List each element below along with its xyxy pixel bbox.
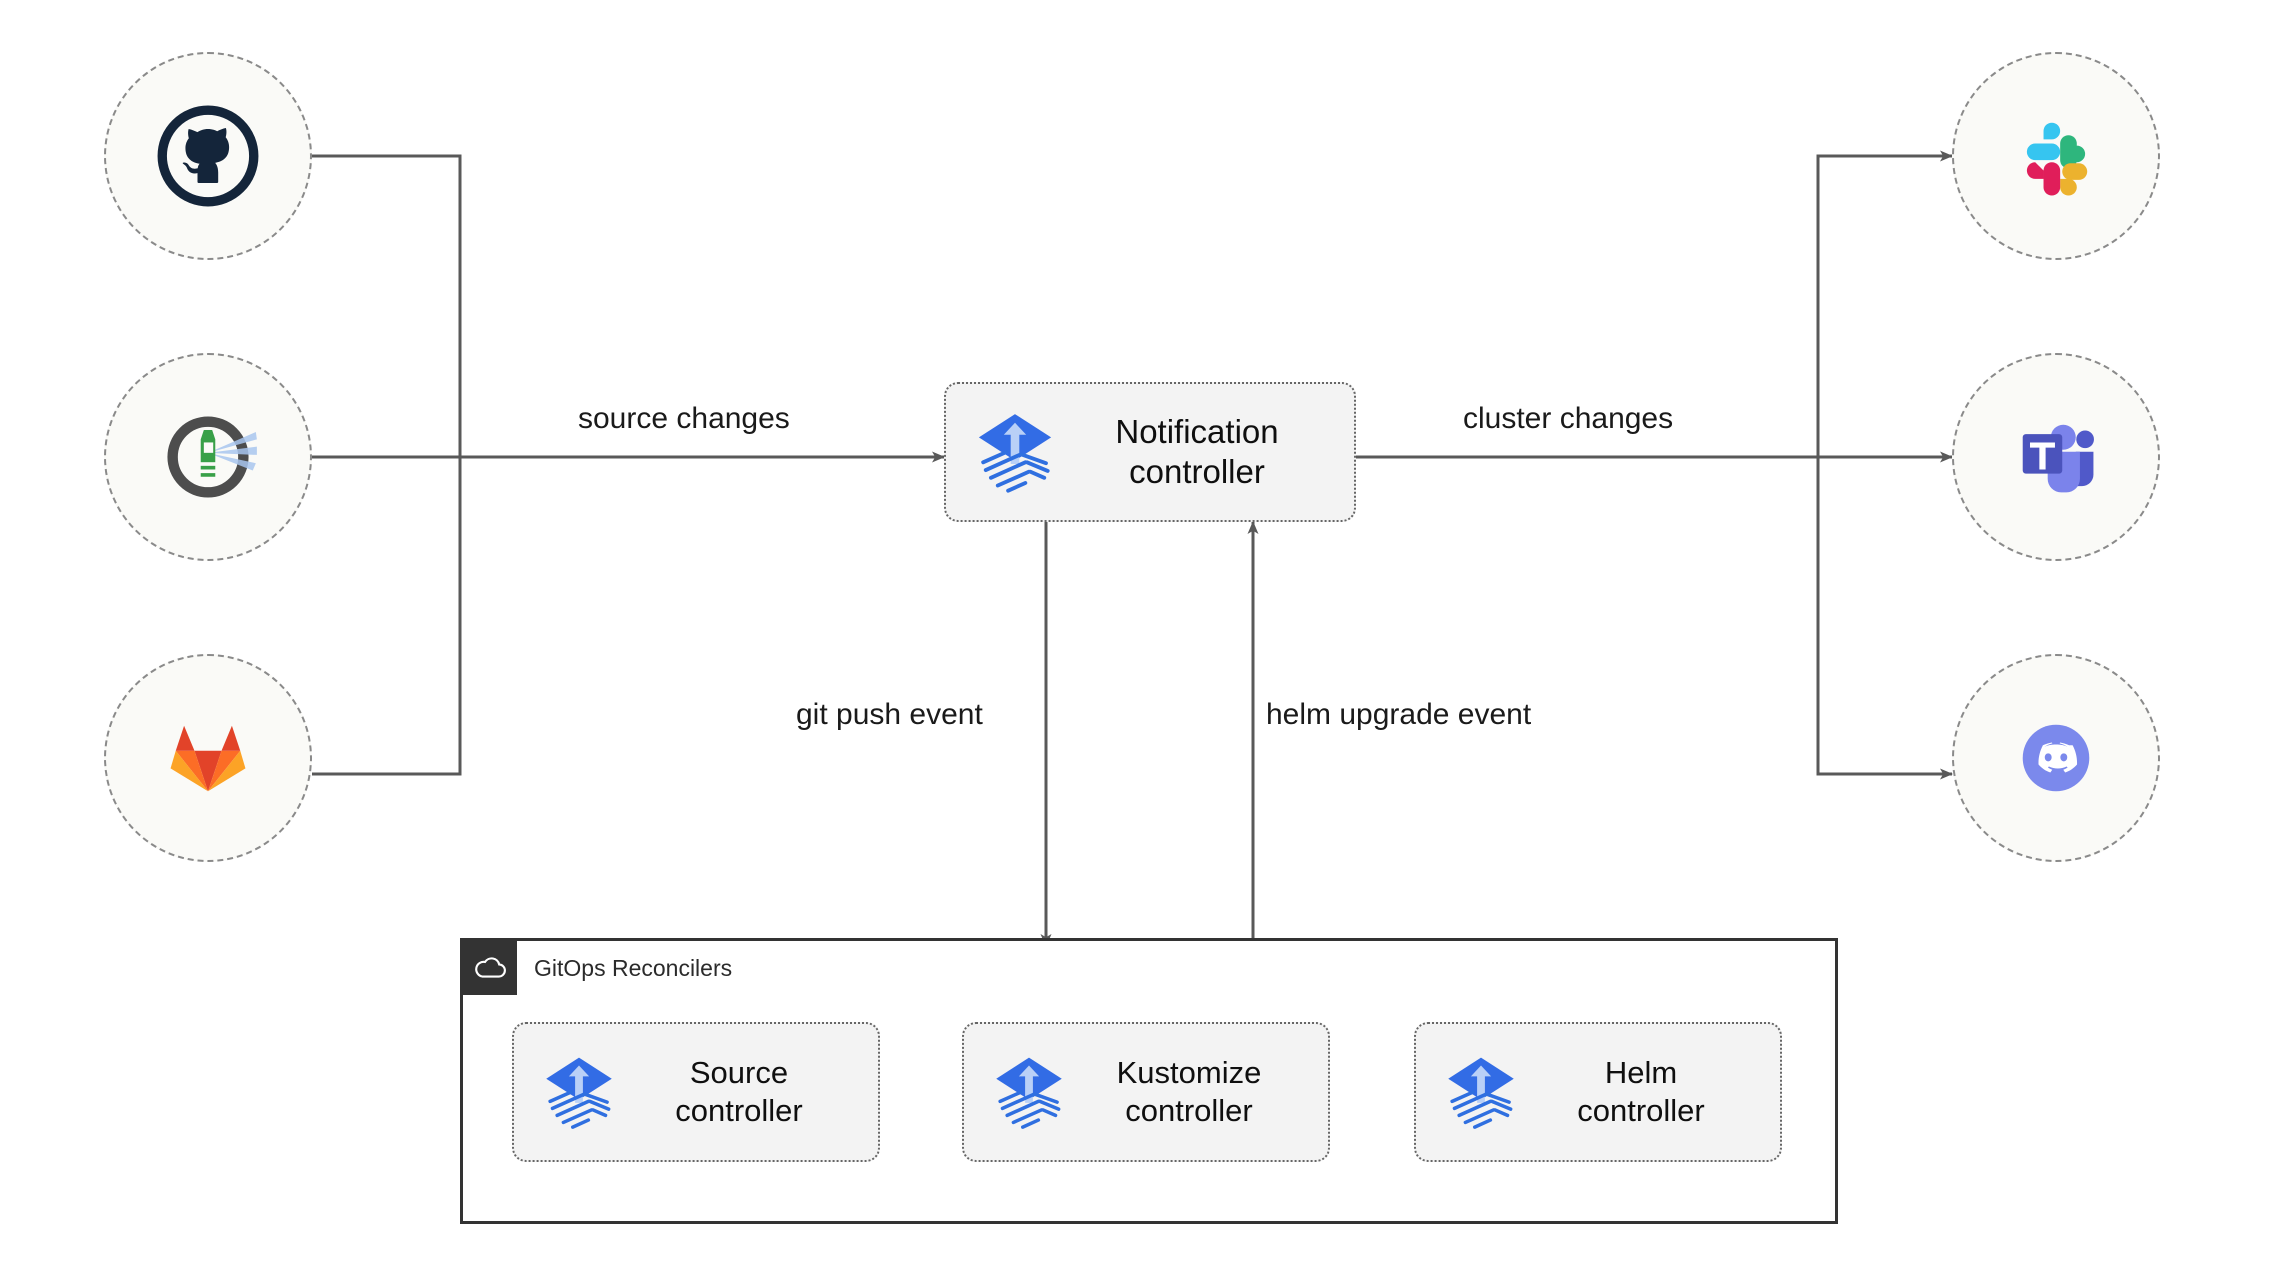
flux-icon (978, 414, 1052, 493)
kustomize-controller-card[interactable]: Kustomize controller (962, 1022, 1330, 1162)
helm-controller-label: Helm controller (1577, 1055, 1705, 1128)
source-node-lighthouse[interactable] (104, 353, 312, 561)
teams-icon (2022, 424, 2094, 493)
edge-label-cluster-changes: cluster changes (1463, 402, 1674, 435)
github-icon (157, 105, 259, 207)
left-source-trunk (312, 154, 945, 776)
target-node-discord[interactable] (1952, 654, 2160, 862)
source-controller-label: Source controller (675, 1055, 803, 1128)
slack-icon (2026, 122, 2088, 196)
edge-label-git-push-event: git push event (796, 698, 983, 731)
helm-controller-card[interactable]: Helm controller (1414, 1022, 1782, 1162)
gitlab-icon (170, 725, 246, 792)
source-node-github[interactable] (104, 52, 312, 260)
discord-icon (2022, 724, 2090, 792)
target-node-slack[interactable] (1952, 52, 2160, 260)
gitops-reconcilers-header: GitOps Reconcilers (463, 941, 732, 995)
cloud-icon (475, 957, 506, 978)
flux-icon (546, 1057, 612, 1129)
gitops-reconcilers-title: GitOps Reconcilers (534, 954, 733, 981)
edge-label-helm-upgrade-event: helm upgrade event (1266, 698, 1532, 731)
flux-icon (996, 1057, 1062, 1129)
notification-controller-card[interactable]: Notification controller (944, 382, 1356, 522)
source-controller-card[interactable]: Source controller (512, 1022, 880, 1162)
source-node-gitlab[interactable] (104, 654, 312, 862)
cloud-badge (463, 941, 517, 995)
target-node-teams[interactable] (1952, 353, 2160, 561)
kustomize-controller-label: Kustomize controller (1116, 1055, 1262, 1128)
notification-controller-label: Notification controller (1115, 412, 1279, 490)
edge-label-source-changes: source changes (578, 402, 790, 435)
right-target-trunk (1356, 150, 1953, 780)
flux-icon (1448, 1057, 1514, 1129)
lighthouse-icon (167, 416, 257, 498)
